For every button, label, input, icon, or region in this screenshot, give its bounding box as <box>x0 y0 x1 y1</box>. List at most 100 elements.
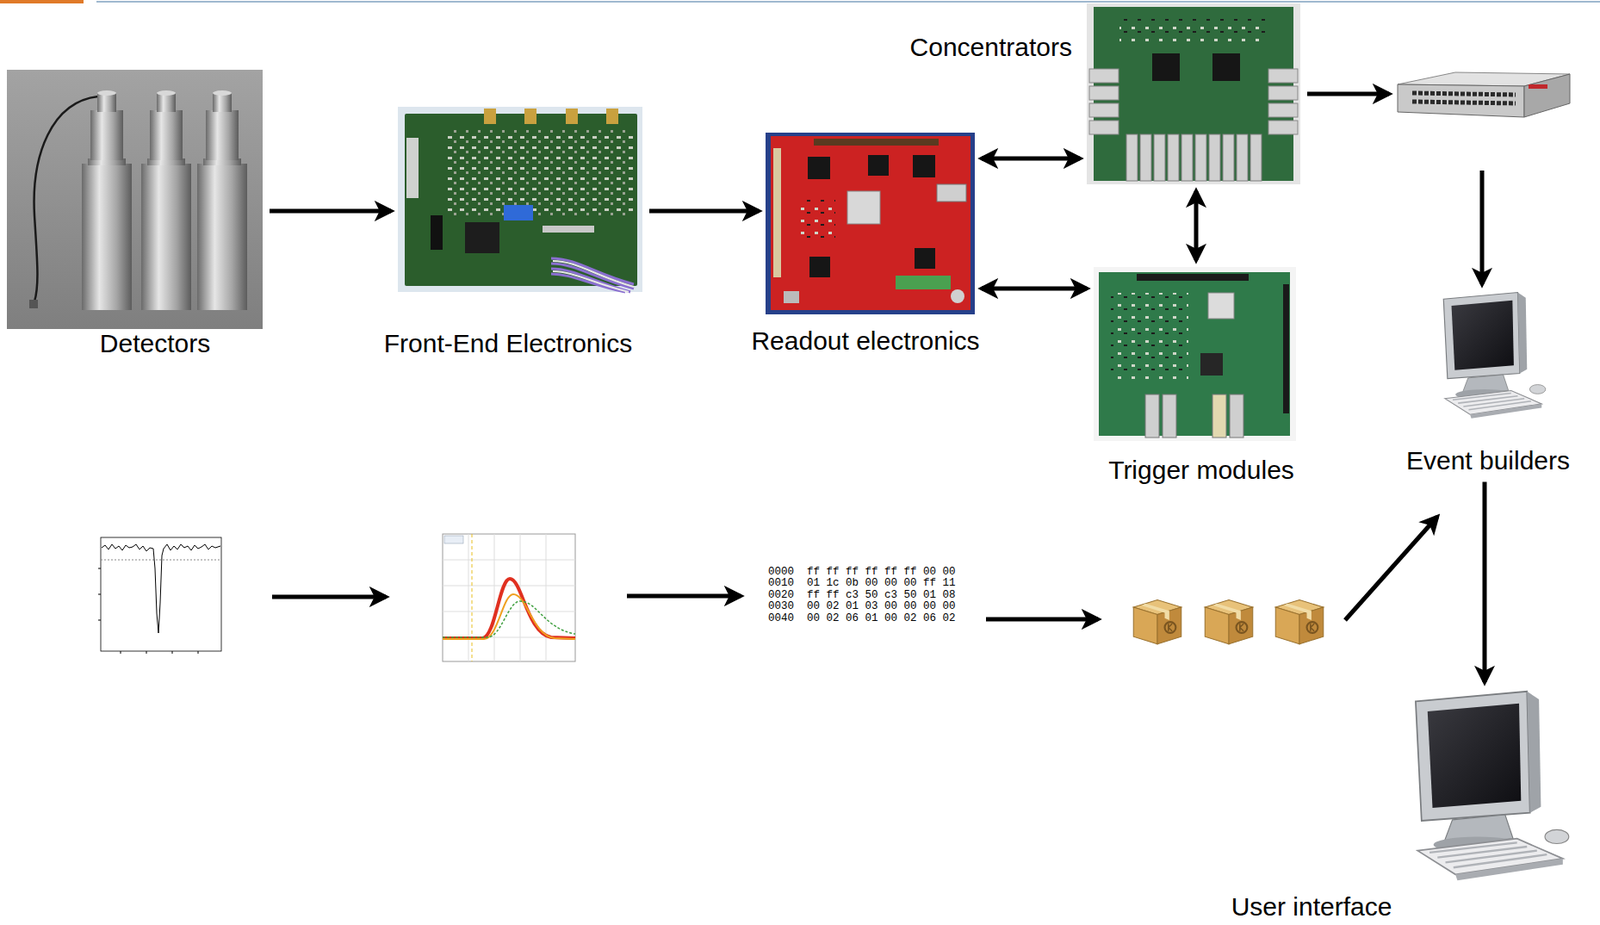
front-end-board-photo-part <box>565 108 578 125</box>
front-end-board-photo-part <box>397 106 643 292</box>
concentrator-board-photo-part <box>1089 103 1119 118</box>
front-end-board-photo-part <box>542 225 595 233</box>
concentrator-board-photo-part-part <box>1250 134 1262 181</box>
concentrator-board-photo-part <box>1119 17 1266 44</box>
node-label: Detectors <box>99 329 211 358</box>
detector-photo-part-part <box>156 93 176 112</box>
detector-photo-part <box>29 299 38 309</box>
waveform-plot <box>98 537 222 654</box>
front-end-board-photo-part <box>406 137 419 199</box>
trigger-board-photo-part <box>1283 284 1290 414</box>
image-frame <box>397 106 643 292</box>
concentrator-board-photo-part <box>1093 6 1294 181</box>
connector-line <box>1194 191 1199 261</box>
readout-board-photo-part <box>895 275 951 290</box>
flow-arrow-part <box>986 617 1098 622</box>
concentrator-board-photo-part-part <box>1222 134 1235 181</box>
image-frame <box>1377 688 1577 889</box>
pulse-plot-part <box>471 533 473 662</box>
detector-photo-part-part <box>141 163 192 311</box>
detector-photo-part-part <box>205 110 239 161</box>
concentrator-board-photo-part-part <box>1140 134 1152 181</box>
package-icon <box>1275 600 1323 645</box>
detector-photo-part <box>197 90 248 311</box>
node-label: Readout electronics <box>750 327 980 355</box>
concentrator-board-photo-part-part <box>1236 134 1248 181</box>
waveform-plot-part <box>98 568 199 654</box>
pulse-plot-part <box>442 533 576 662</box>
network-switch-photo-part <box>1397 84 1525 118</box>
trigger-node: Trigger modules <box>1093 266 1297 484</box>
node-label: Trigger modules <box>1108 456 1295 484</box>
connector-arrow <box>1484 481 1486 683</box>
detector-node: Detectors <box>6 69 263 358</box>
readout-board-photo-part <box>914 248 936 269</box>
concentrator-board-photo-part <box>1152 53 1180 81</box>
image-frame <box>6 69 263 329</box>
readout-board-photo-part <box>773 148 782 278</box>
concentrator-board-photo-part <box>1268 120 1298 135</box>
readout-board-photo-part <box>783 291 800 304</box>
concentrator-board-photo-part-part <box>1126 134 1138 181</box>
slide-header-part <box>96 0 1600 3</box>
hex-dump-line: 0000 ff ff ff ff ff ff 00 00 <box>768 566 956 578</box>
readout-board-photo-part <box>800 198 836 242</box>
detector-photo-part-part <box>149 110 183 161</box>
network-switch-photo-part <box>1524 74 1570 118</box>
hex-dump-line: 0010 01 1c 0b 00 00 00 ff 11 <box>768 577 956 590</box>
user-interface-node: User interface <box>1231 688 1577 921</box>
concentrator-board-photo-part <box>1089 68 1119 83</box>
package-icon <box>1133 600 1181 645</box>
connector-arrow <box>269 210 391 212</box>
front-end-board-photo-part <box>483 108 497 125</box>
trigger-board-photo-part <box>1162 394 1177 438</box>
front-end-board-photo-part <box>503 204 534 221</box>
detector-photo-part-part <box>212 93 232 112</box>
front-end-board-photo-part <box>465 222 500 254</box>
readout-board-photo-part <box>936 184 967 202</box>
connector-arrow <box>1307 93 1483 285</box>
concentrator-board-photo-part <box>1126 134 1262 181</box>
detector-photo-part <box>141 90 192 311</box>
connector-line <box>649 209 759 214</box>
pulse-plot-part <box>442 594 576 639</box>
hex-dump-line: 0020 ff ff c3 50 c3 50 01 08 <box>768 589 956 602</box>
front-end-board-photo-part <box>551 258 634 292</box>
readout-board-photo-part <box>770 136 971 311</box>
front-end-board-photo-part <box>606 108 619 125</box>
concentrator-board-photo-part-part <box>1181 134 1193 181</box>
detector-photo-part-part <box>156 90 176 96</box>
waveform-plot-part <box>101 544 221 633</box>
readout-board-photo-part <box>813 138 939 146</box>
trigger-board-photo-part <box>1110 292 1189 379</box>
trigger-board-photo-part <box>1136 273 1249 281</box>
front-end-board-photo-part <box>447 129 633 216</box>
image-frame <box>1086 3 1301 185</box>
readout-board-photo-part <box>807 156 831 180</box>
trigger-board-photo-part <box>1212 394 1227 438</box>
network-switch-photo <box>1397 72 1570 118</box>
pulse-plot-part <box>442 533 576 662</box>
front-end-node: Front-End Electronics <box>384 106 643 358</box>
trigger-board-photo-part <box>1145 394 1160 438</box>
image-frame <box>1418 291 1551 424</box>
front-end-board-photo <box>397 106 643 292</box>
detector-photo-part-part <box>90 110 124 161</box>
flow-arrow-part <box>626 594 741 599</box>
concentrator-board-photo-part <box>1086 3 1301 185</box>
connector-line <box>1307 92 1390 97</box>
pulse-plot <box>442 533 576 662</box>
concentrator-board-photo-part <box>1268 103 1298 118</box>
readout-board-photo-part <box>809 256 831 278</box>
slide-header <box>0 0 1600 4</box>
pulse-plot-part <box>444 535 464 544</box>
detector-photo-part-part <box>97 90 117 96</box>
front-end-board-photo-part <box>430 215 443 250</box>
detector-photo-part-part <box>81 163 132 311</box>
readout-board-photo-part <box>765 132 975 315</box>
detector-photo-part-part <box>197 163 248 311</box>
readout-node: Readout electronics <box>750 132 980 355</box>
detector-photo <box>6 69 263 329</box>
